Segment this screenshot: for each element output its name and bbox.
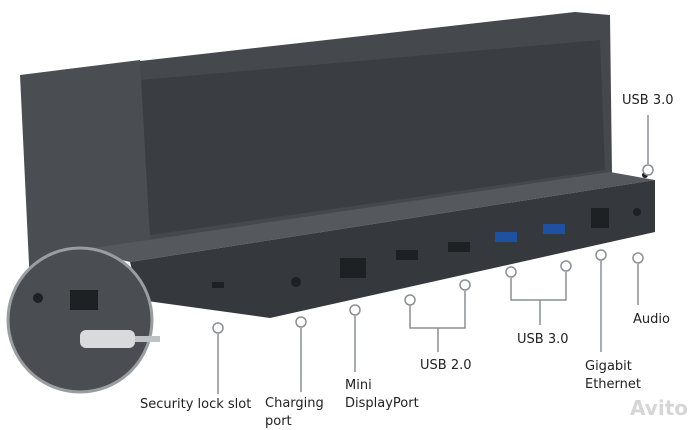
inset-port bbox=[70, 290, 98, 310]
callout-usb20-2 bbox=[459, 279, 471, 291]
label-security-lock-slot: Security lock slot bbox=[140, 397, 252, 412]
label-line: Ethernet bbox=[585, 377, 641, 392]
audio-jack bbox=[633, 208, 641, 216]
callout-mini-displayport bbox=[349, 304, 361, 316]
charger-cable bbox=[135, 336, 160, 342]
label-usb30-top: USB 3.0 bbox=[622, 93, 674, 108]
usb30-port-2 bbox=[543, 224, 565, 234]
label-line: Charging bbox=[265, 396, 324, 411]
dock-base-front bbox=[130, 180, 655, 318]
callout-usb30-top bbox=[642, 164, 654, 176]
label-gigabit-ethernet: Gigabit Ethernet bbox=[585, 358, 641, 394]
label-usb30-bottom: USB 3.0 bbox=[517, 332, 569, 347]
mini-displayport-port bbox=[340, 258, 366, 278]
label-usb20: USB 2.0 bbox=[420, 358, 472, 373]
label-line: DisplayPort bbox=[345, 396, 419, 411]
usb20-port-2 bbox=[448, 242, 470, 252]
label-audio: Audio bbox=[633, 312, 670, 327]
callout-security-lock bbox=[212, 322, 224, 334]
callout-usb30-2 bbox=[560, 260, 572, 272]
ethernet-port bbox=[591, 208, 609, 228]
charger-plug bbox=[80, 330, 135, 348]
callout-usb30-1 bbox=[505, 266, 517, 278]
dock-left-wing bbox=[20, 60, 150, 285]
callout-audio bbox=[632, 252, 644, 264]
dock-base-top bbox=[80, 172, 655, 262]
label-mini-displayport: Mini DisplayPort bbox=[345, 377, 419, 413]
inset-jack bbox=[33, 293, 43, 303]
security-lock-slot bbox=[212, 282, 224, 288]
inset-magnifier bbox=[6, 246, 154, 394]
callout-ethernet bbox=[595, 249, 607, 261]
label-line: Gigabit bbox=[585, 359, 632, 374]
label-charging-port: Charging port bbox=[265, 395, 324, 430]
avito-watermark: Avito bbox=[630, 396, 688, 420]
callout-charging-port bbox=[295, 316, 307, 328]
callout-usb20-1 bbox=[404, 294, 416, 306]
usb20-port-1 bbox=[396, 250, 418, 260]
charging-port bbox=[291, 277, 301, 287]
dock-back-face bbox=[140, 40, 605, 235]
usb30-port-1 bbox=[495, 232, 517, 242]
label-line: Mini bbox=[345, 378, 372, 393]
label-line: port bbox=[265, 414, 292, 429]
